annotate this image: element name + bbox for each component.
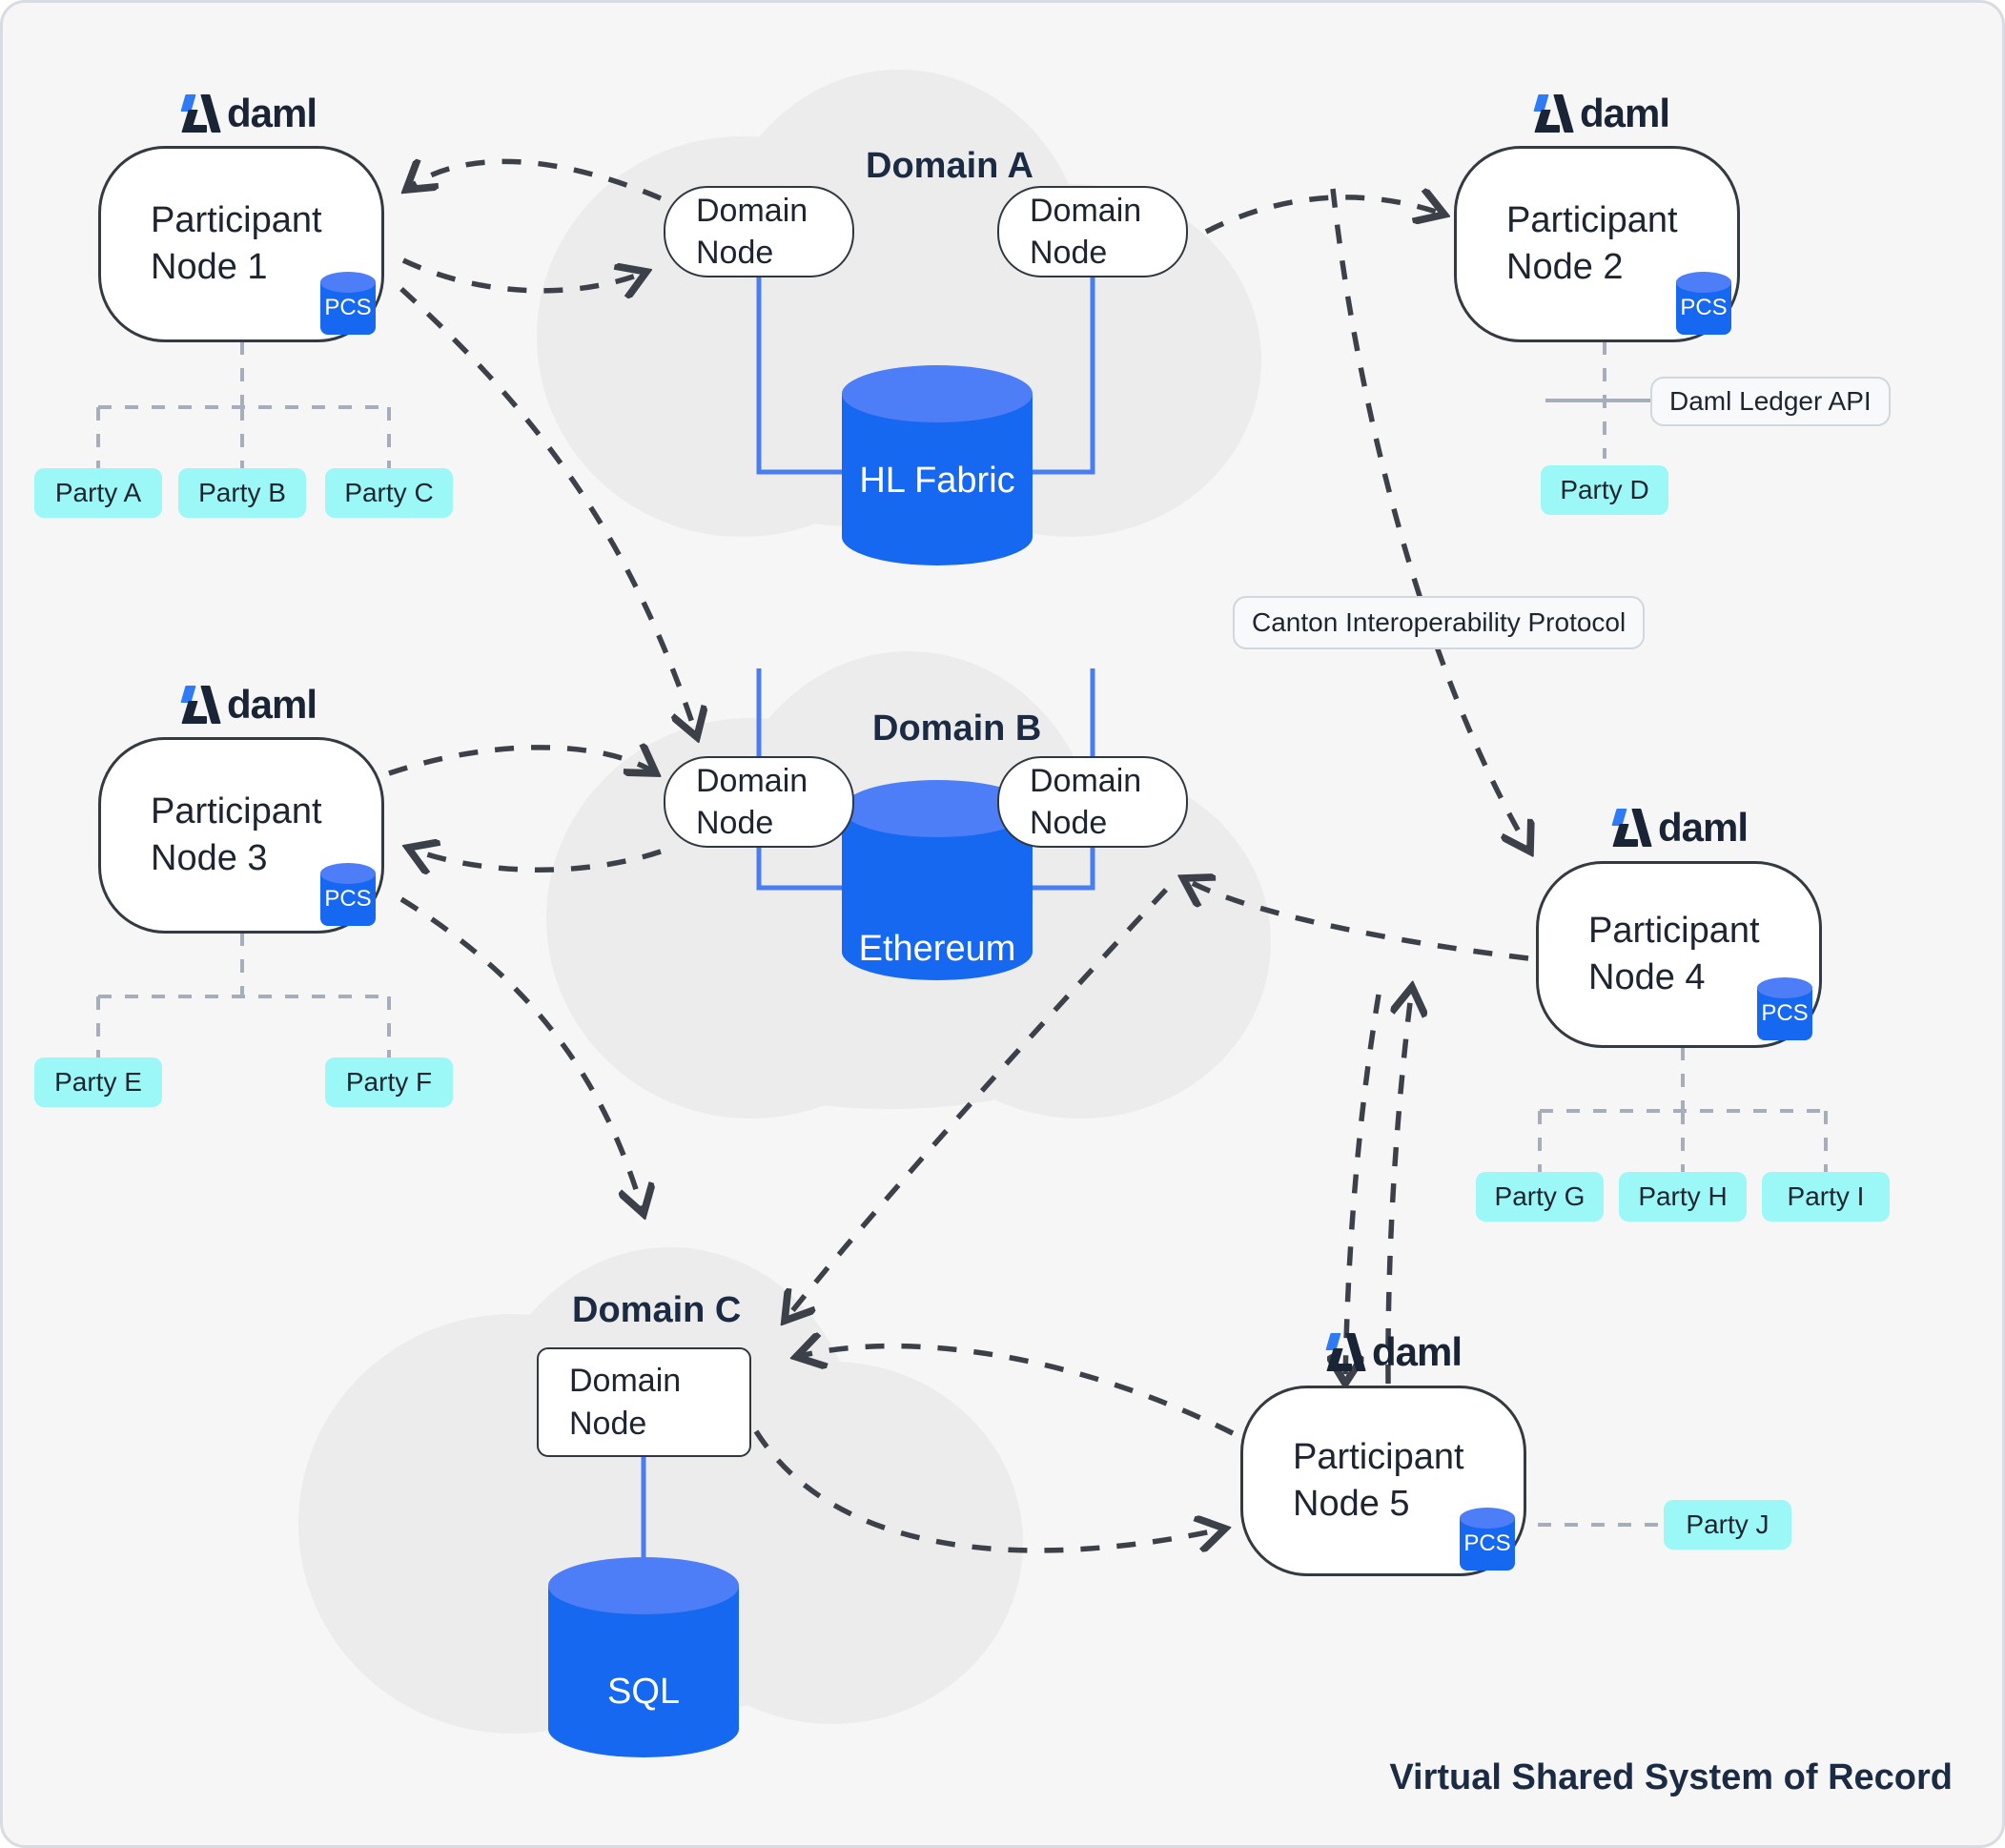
- participant-node-3-label: Participant Node 3: [151, 791, 322, 878]
- party-chip-f[interactable]: Party F: [325, 1057, 453, 1107]
- pcs-store-pn1-label: PCS: [324, 295, 372, 320]
- daml-wordmark: daml: [1372, 1329, 1463, 1375]
- participant-node-5-label: Participant Node 5: [1293, 1437, 1464, 1524]
- pcs-store-pn5-label: PCS: [1463, 1530, 1511, 1556]
- daml-logo-pn2: daml: [1533, 91, 1670, 136]
- arrow-pn5-up: [1385, 987, 1412, 1385]
- domain-node-c1[interactable]: Domain Node: [537, 1347, 751, 1457]
- arrow-pn3-to-b1: [388, 748, 656, 773]
- domain-node-b2-label: Domain Node: [1030, 762, 1142, 841]
- participant-node-4-label: Participant Node 4: [1588, 911, 1760, 997]
- arrow-pn1-to-a1: [401, 257, 646, 291]
- db-sql[interactable]: SQL: [548, 1557, 739, 1757]
- arrow-pn4-to-b2: [1183, 878, 1529, 961]
- daml-wordmark: daml: [1658, 805, 1749, 851]
- arrow-pn4-down: [1345, 994, 1381, 1384]
- participant-node-1-label: Participant Node 1: [151, 200, 322, 287]
- db-hl-fabric[interactable]: HL Fabric: [842, 365, 1033, 565]
- daml-logo-pn4: daml: [1611, 805, 1749, 851]
- participant-node-4[interactable]: Participant Node 4: [1536, 861, 1822, 1048]
- domain-node-b1-label: Domain Node: [696, 762, 808, 841]
- domain-a-title: Domain A: [866, 146, 1033, 186]
- domain-c-title: Domain C: [572, 1290, 742, 1330]
- party-chip-j[interactable]: Party J: [1664, 1500, 1791, 1550]
- daml-wordmark: daml: [1580, 91, 1670, 136]
- pcs-store-pn4[interactable]: PCS: [1757, 977, 1812, 1040]
- daml-lambda-icon: [180, 94, 221, 133]
- db-ethereum-label: Ethereum: [858, 929, 1016, 969]
- party-chip-a[interactable]: Party A: [34, 468, 162, 518]
- participant-node-2-label: Participant Node 2: [1506, 200, 1678, 287]
- party-chip-h[interactable]: Party H: [1619, 1172, 1747, 1222]
- party-chip-b[interactable]: Party B: [178, 468, 306, 518]
- participant-node-1[interactable]: Participant Node 1: [98, 146, 384, 342]
- page-title: Virtual Shared System of Record: [1389, 1757, 1953, 1797]
- daml-logo-pn5: daml: [1325, 1329, 1463, 1375]
- daml-lambda-icon: [1533, 94, 1574, 133]
- domain-node-a1[interactable]: Domain Node: [664, 186, 854, 277]
- pcs-store-pn3-label: PCS: [324, 886, 372, 912]
- arrow-pn3-to-c1: [399, 896, 644, 1214]
- pcs-store-pn2[interactable]: PCS: [1676, 272, 1731, 335]
- domain-node-a2-label: Domain Node: [1030, 192, 1142, 271]
- db-sql-top: [548, 1557, 739, 1614]
- daml-lambda-icon: [1611, 809, 1652, 847]
- daml-wordmark: daml: [227, 682, 317, 728]
- domain-node-b1[interactable]: Domain Node: [664, 756, 854, 848]
- arrow-pn5-to-c1: [796, 1346, 1235, 1436]
- domain-node-a1-label: Domain Node: [696, 192, 808, 271]
- domain-node-a2[interactable]: Domain Node: [997, 186, 1188, 277]
- party-chip-e[interactable]: Party E: [34, 1057, 162, 1107]
- pcs-store-pn4-label: PCS: [1761, 1000, 1809, 1026]
- domain-node-b2[interactable]: Domain Node: [997, 756, 1188, 848]
- party-chip-c[interactable]: Party C: [325, 468, 453, 518]
- daml-logo-pn3: daml: [180, 682, 317, 728]
- domain-node-c1-label: Domain Node: [569, 1363, 682, 1442]
- arrow-c1-to-pn5: [753, 1429, 1225, 1550]
- party-connector-layer: [96, 341, 1828, 1527]
- pcs-store-pn1[interactable]: PCS: [320, 272, 376, 335]
- pcs-store-pn3[interactable]: PCS: [320, 863, 376, 926]
- daml-lambda-icon: [180, 686, 221, 724]
- party-chip-i[interactable]: Party I: [1762, 1172, 1890, 1222]
- pcs-store-pn2-label: PCS: [1680, 295, 1728, 320]
- canton-protocol-label: Canton Interoperability Protocol: [1233, 596, 1646, 649]
- arrow-a2-to-pn2: [1204, 197, 1444, 235]
- party-chip-d[interactable]: Party D: [1541, 465, 1668, 515]
- db-hl-fabric-label: HL Fabric: [859, 461, 1015, 501]
- db-hl-fabric-top: [842, 365, 1033, 422]
- party-chip-g[interactable]: Party G: [1476, 1172, 1604, 1222]
- daml-lambda-icon: [1325, 1333, 1366, 1371]
- daml-logo-pn1: daml: [180, 91, 317, 136]
- pcs-store-pn5[interactable]: PCS: [1460, 1508, 1515, 1571]
- db-sql-label: SQL: [606, 1672, 681, 1712]
- domain-b-title: Domain B: [872, 708, 1042, 749]
- arrow-a1-to-pn1: [406, 161, 663, 201]
- arrow-b1-to-pn3: [408, 848, 662, 870]
- daml-ledger-api-label: Daml Ledger API: [1650, 377, 1891, 426]
- daml-wordmark: daml: [227, 91, 317, 136]
